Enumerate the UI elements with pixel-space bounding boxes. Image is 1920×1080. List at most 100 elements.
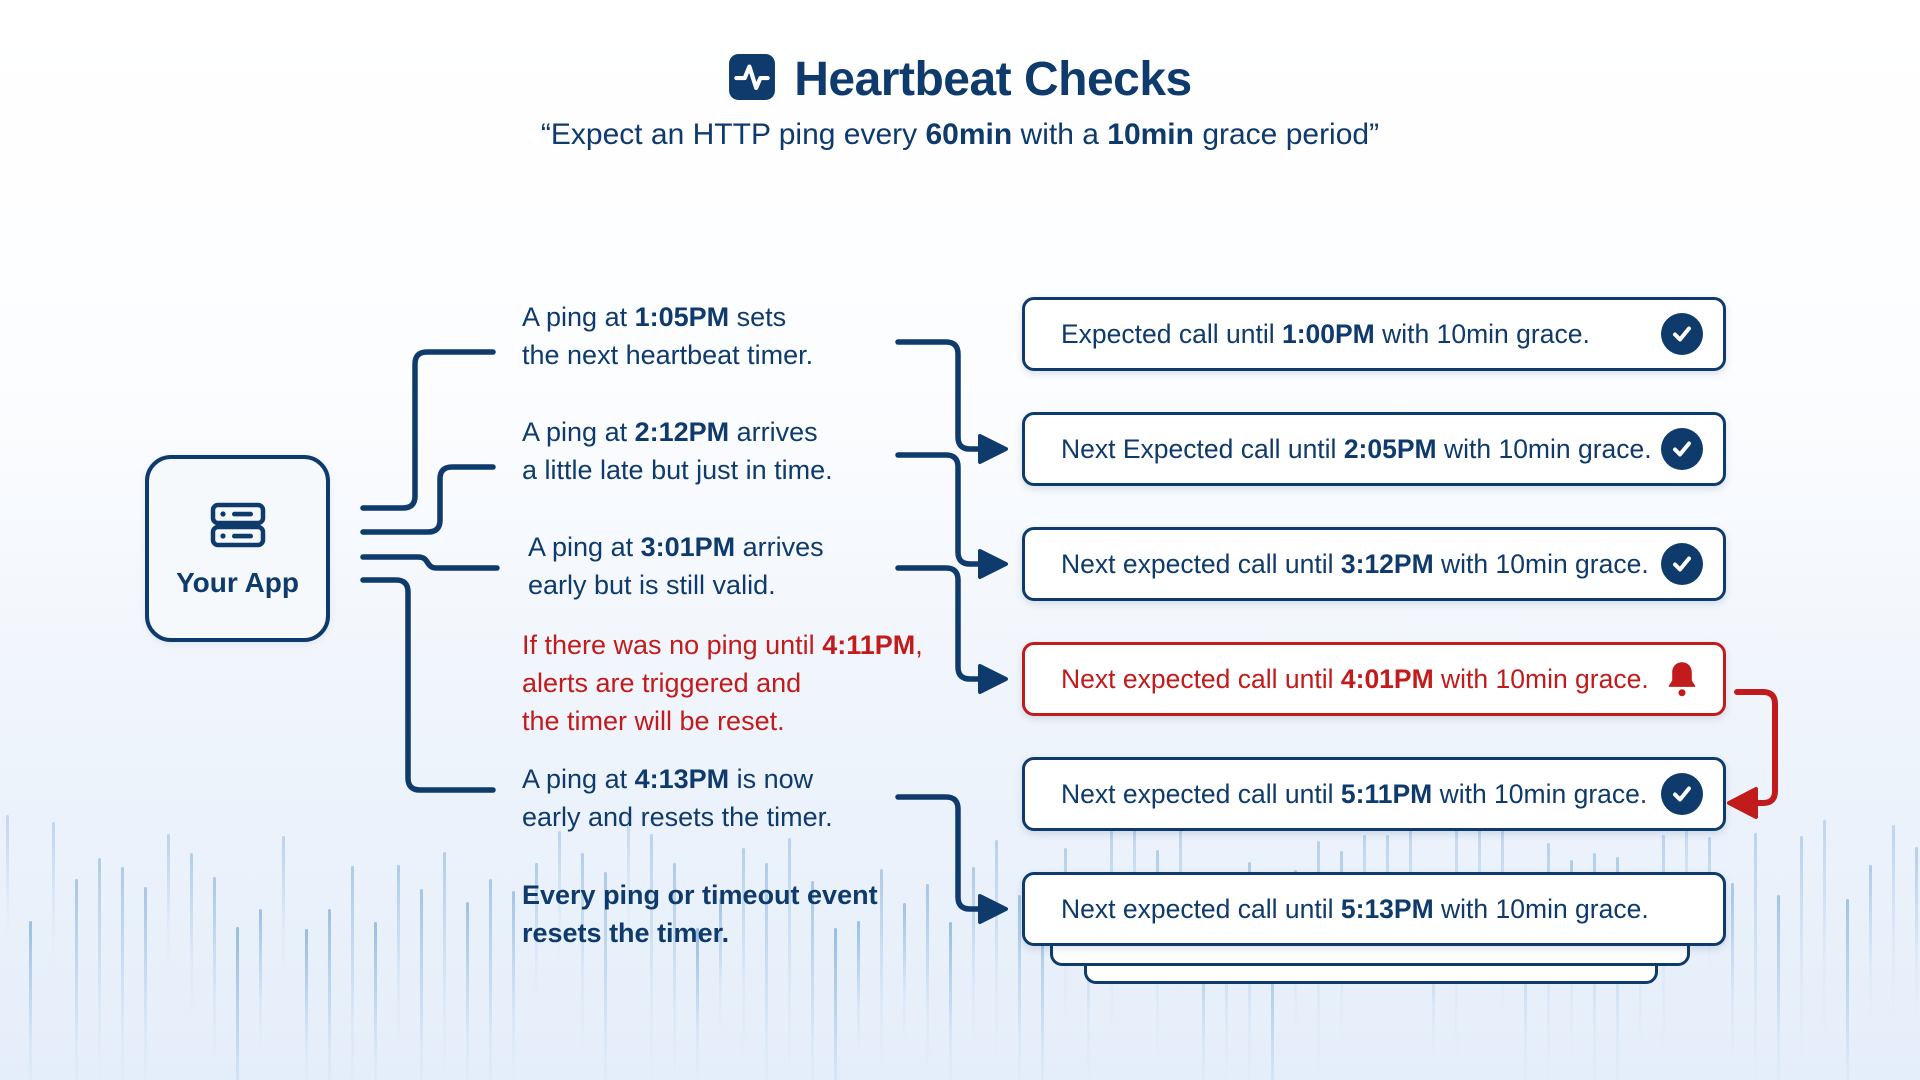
your-app-label: Your App (176, 567, 299, 598)
branch-to-note-2 (360, 464, 496, 535)
waveform-bar (236, 926, 239, 1080)
waveform-bar (788, 838, 791, 1080)
waveform-bar (397, 864, 400, 1047)
waveform-bar (1018, 894, 1021, 1080)
waveform-bar (1202, 908, 1205, 1080)
waveform-bar (949, 922, 952, 1080)
waveform-bar (1846, 899, 1849, 1080)
waveform-bar (489, 878, 492, 1080)
check-icon (1661, 428, 1703, 470)
branch-to-note-5 (360, 577, 496, 793)
alert-reset-path (1734, 689, 1778, 806)
waveform-bar (650, 833, 653, 1080)
waveform-bar (1823, 820, 1826, 1034)
waveform-bar (834, 927, 837, 1080)
waveform-bar (1777, 894, 1780, 1080)
page-header: Heartbeat Checks (0, 52, 1920, 107)
status-box-401pm-alert: Next expected call until 4:01PM with 10m… (1022, 642, 1726, 716)
waveform-bar (213, 877, 216, 1067)
waveform-bar (351, 865, 354, 1080)
elbow-note5-box6 (895, 794, 983, 912)
waveform-bar (1754, 832, 1757, 1080)
waveform-bar (1800, 836, 1803, 1057)
check-icon (1661, 313, 1703, 355)
page-subtitle: “Expect an HTTP ping every 60min with a … (540, 118, 1380, 151)
status-label: Next expected call until 5:11PM with 10m… (1061, 778, 1648, 809)
arrowhead-box2 (978, 434, 1008, 464)
waveform-bar (305, 929, 308, 1080)
status-box-513pm: Next expected call until 5:13PM with 10m… (1022, 872, 1726, 946)
status-label: Next expected call until 5:13PM with 10m… (1061, 893, 1649, 924)
waveform-bar (374, 921, 377, 1080)
waveform-bar (627, 815, 630, 951)
check-icon (1661, 543, 1703, 585)
alert-reset-arrowhead (1727, 787, 1758, 819)
waveform-bar (52, 821, 55, 968)
page-title: Heartbeat Checks (794, 53, 1192, 106)
waveform-bar (466, 902, 469, 1080)
waveform-bar (98, 857, 101, 1080)
waveform-bar (558, 830, 561, 963)
waveform-bar (926, 883, 929, 1076)
waveform-bar (535, 863, 538, 1001)
waveform-bar (512, 891, 515, 1080)
waveform-bar (121, 867, 124, 1080)
waveform-bar (259, 909, 262, 1052)
waveform-bar (1869, 864, 1872, 1020)
waveform-bar (443, 852, 446, 1080)
waveform-bar (811, 881, 814, 1080)
waveform-bar (696, 928, 699, 1080)
waveform-bar (972, 867, 975, 1047)
elbow-note2-box3 (895, 452, 983, 567)
waveform-bar (282, 835, 285, 982)
waveform-bar (1892, 825, 1895, 1019)
arrowhead-box6 (978, 894, 1008, 924)
waveform-bar (995, 839, 998, 1061)
server-icon (207, 498, 269, 557)
waveform-bar (719, 898, 722, 1030)
waveform-bar (742, 847, 745, 1063)
check-icon (1661, 773, 1703, 815)
waveform-bar (903, 903, 906, 1041)
waveform-bar (765, 863, 768, 1080)
status-box-205pm: Next Expected call until 2:05PM with 10m… (1022, 412, 1726, 486)
waveform-bar (29, 920, 32, 1080)
arrowhead-box4 (978, 664, 1008, 694)
waveform-bar (167, 834, 170, 974)
waveform-bar (1271, 915, 1274, 1080)
note-alert-411: If there was no ping until 4:11PM,alerts… (522, 630, 923, 736)
status-label: Next expected call until 3:12PM with 10m… (1061, 548, 1649, 579)
status-label: Next expected call until 4:01PM with 10m… (1061, 663, 1649, 694)
status-box-312pm: Next expected call until 3:12PM with 10m… (1022, 527, 1726, 601)
status-box-511pm: Next expected call until 5:11PM with 10m… (1022, 757, 1726, 831)
waveform-bar (1915, 846, 1918, 1022)
status-label: Expected call until 1:00PM with 10min gr… (1061, 318, 1590, 349)
waveform-bar (144, 887, 147, 1080)
status-box-100pm: Expected call until 1:00PM with 10min gr… (1022, 297, 1726, 371)
bell-icon (1661, 658, 1703, 700)
elbow-note1-box2 (895, 339, 983, 452)
waveform-bar (1041, 906, 1044, 1080)
your-app-node: Your App (145, 455, 330, 642)
status-label: Next Expected call until 2:05PM with 10m… (1061, 433, 1652, 464)
waveform-bar (75, 879, 78, 1080)
waveform-bar (604, 871, 607, 1080)
waveform-bar (857, 920, 860, 1055)
waveform-bar (190, 852, 193, 1019)
elbow-note3-box4 (895, 565, 983, 682)
branch-to-note-1 (360, 349, 496, 511)
waveform-bar (420, 889, 423, 1080)
waveform-bar (581, 853, 584, 1052)
waveform-bar (1731, 883, 1734, 1063)
waveform-bar (328, 908, 331, 1080)
waveform-bar (673, 863, 676, 1080)
waveform-bar (6, 815, 9, 945)
waveform-bar (880, 869, 883, 1071)
branch-to-note-3 (360, 554, 500, 571)
